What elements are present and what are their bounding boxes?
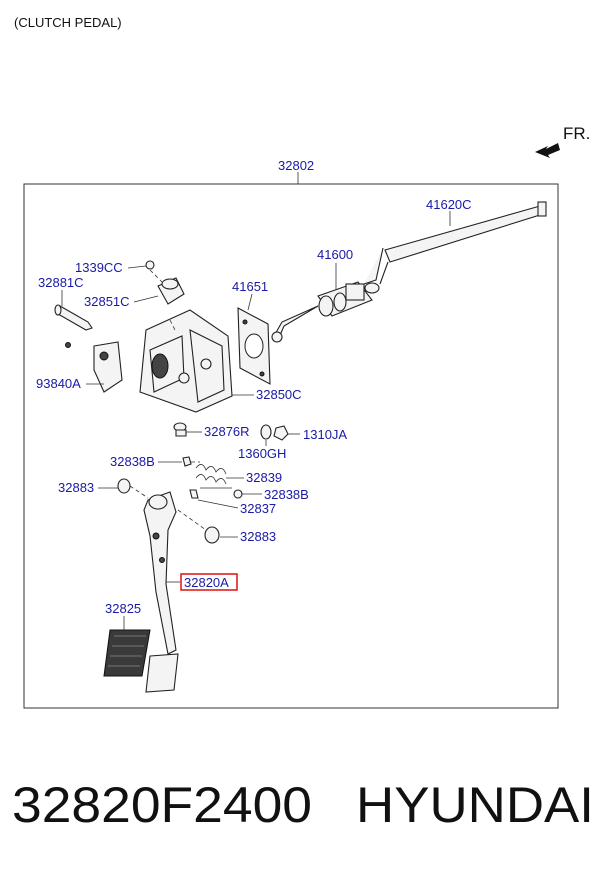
part-label-32883-right[interactable]: 32883 <box>240 529 276 544</box>
part-label-1310ja[interactable]: 1310JA <box>303 427 347 442</box>
part-label-32838b-lower[interactable]: 32838B <box>264 487 309 502</box>
front-direction-label: FR. <box>563 124 590 143</box>
stopper-nut-drawing <box>173 422 289 441</box>
footer-brand: HYUNDAI <box>356 777 594 833</box>
part-label-41600[interactable]: 41600 <box>317 247 353 262</box>
part-label-32820a[interactable]: 32820A <box>184 575 229 590</box>
part-label-41651[interactable]: 41651 <box>232 279 268 294</box>
spring-and-bushings-drawing <box>117 456 243 544</box>
clutch-pedal-arm-drawing <box>143 491 177 655</box>
front-direction-arrow-icon <box>535 143 560 158</box>
highlight-box-32820a <box>180 573 238 591</box>
part-label-32839[interactable]: 32839 <box>246 470 282 485</box>
part-label-32850c[interactable]: 32850C <box>256 387 302 402</box>
pedal-pad-drawing <box>103 629 179 693</box>
diagram-title: (CLUTCH PEDAL) <box>14 15 122 30</box>
master-cylinder-drawing <box>271 281 380 343</box>
part-label-41620c[interactable]: 41620C <box>426 197 472 212</box>
part-label-93840a[interactable]: 93840A <box>36 376 81 391</box>
small-fasteners-drawing <box>54 260 185 393</box>
clutch-hose-drawing <box>363 201 547 285</box>
assembly-number-32802[interactable]: 32802 <box>278 158 314 173</box>
part-label-32837[interactable]: 32837 <box>240 501 276 516</box>
part-label-32881c[interactable]: 32881C <box>38 275 84 290</box>
part-label-1339cc[interactable]: 1339CC <box>75 260 123 275</box>
assembly-frame <box>23 183 559 709</box>
footer-part-number: 32820F2400 <box>12 777 312 833</box>
part-label-32883-left[interactable]: 32883 <box>58 480 94 495</box>
part-label-32851c[interactable]: 32851C <box>84 294 130 309</box>
part-label-1360gh[interactable]: 1360GH <box>238 446 286 461</box>
pedal-bracket-drawing <box>139 309 233 413</box>
part-label-32838b-upper[interactable]: 32838B <box>110 454 155 469</box>
part-label-32825[interactable]: 32825 <box>105 601 141 616</box>
gasket-plate-drawing <box>237 307 271 385</box>
part-label-32876r[interactable]: 32876R <box>204 424 250 439</box>
